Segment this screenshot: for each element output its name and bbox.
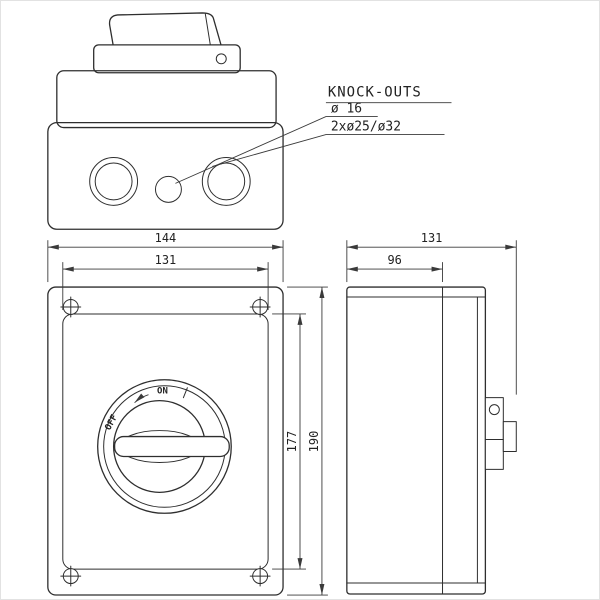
dim-text-190: 190: [307, 431, 321, 453]
enclosure-top-section: [56, 70, 277, 129]
enclosure-outline: [47, 286, 284, 596]
dim-text-96: 96: [387, 253, 401, 267]
enclosure-gland-section: [47, 121, 284, 230]
knockout-small: [154, 175, 182, 203]
clip-screw-hole: [488, 404, 500, 416]
on-label: ON: [157, 387, 168, 397]
side-outline: [346, 286, 487, 595]
corner-screw-bottom-right: [249, 565, 271, 587]
switch-handle: [113, 435, 230, 458]
base-screw-hole: [215, 53, 227, 65]
handle-edge-line: [204, 13, 211, 46]
knockout-small-label: ø 16: [331, 102, 362, 117]
handle-base: [93, 44, 241, 74]
handle-profile: [108, 12, 222, 49]
corner-screw-top-right: [249, 296, 271, 318]
leader-large-knockout: [212, 134, 445, 167]
dim-front-height-outer: 190: [287, 286, 328, 596]
side-view: 131 96: [346, 231, 517, 595]
corner-screw-top-left: [60, 296, 82, 318]
dim-text-177: 177: [285, 431, 299, 453]
top-view: KNOCK-OUTS ø 16 2xø25/ø32: [47, 12, 452, 230]
on-position-tick: [182, 387, 188, 399]
rotation-arrow: [134, 393, 149, 403]
knockouts-label: KNOCK-OUTS: [328, 85, 422, 101]
dim-text-131-front: 131: [155, 253, 177, 267]
leader-small-knockout: [175, 116, 378, 184]
dim-front-width-outer: 144: [47, 231, 284, 283]
din-clip: [484, 397, 517, 470]
knockout-left: [89, 156, 139, 206]
rotary-switch: ON OFF: [97, 379, 232, 514]
dim-side-depth-body: 96: [346, 253, 443, 283]
dim-text-131-side: 131: [421, 231, 443, 245]
dim-front-height-inner: 177: [272, 313, 306, 570]
corner-screw-bottom-left: [60, 565, 82, 587]
dim-text-144: 144: [155, 231, 177, 245]
knockout-right: [201, 156, 251, 206]
cover-outline: [62, 313, 269, 570]
knockout-large-label: 2xø25/ø32: [331, 120, 401, 135]
front-view: ON OFF 144 131 177 190: [47, 231, 328, 596]
dim-side-depth-total: 131: [346, 231, 517, 395]
dim-front-width-inner: 131: [62, 253, 269, 310]
